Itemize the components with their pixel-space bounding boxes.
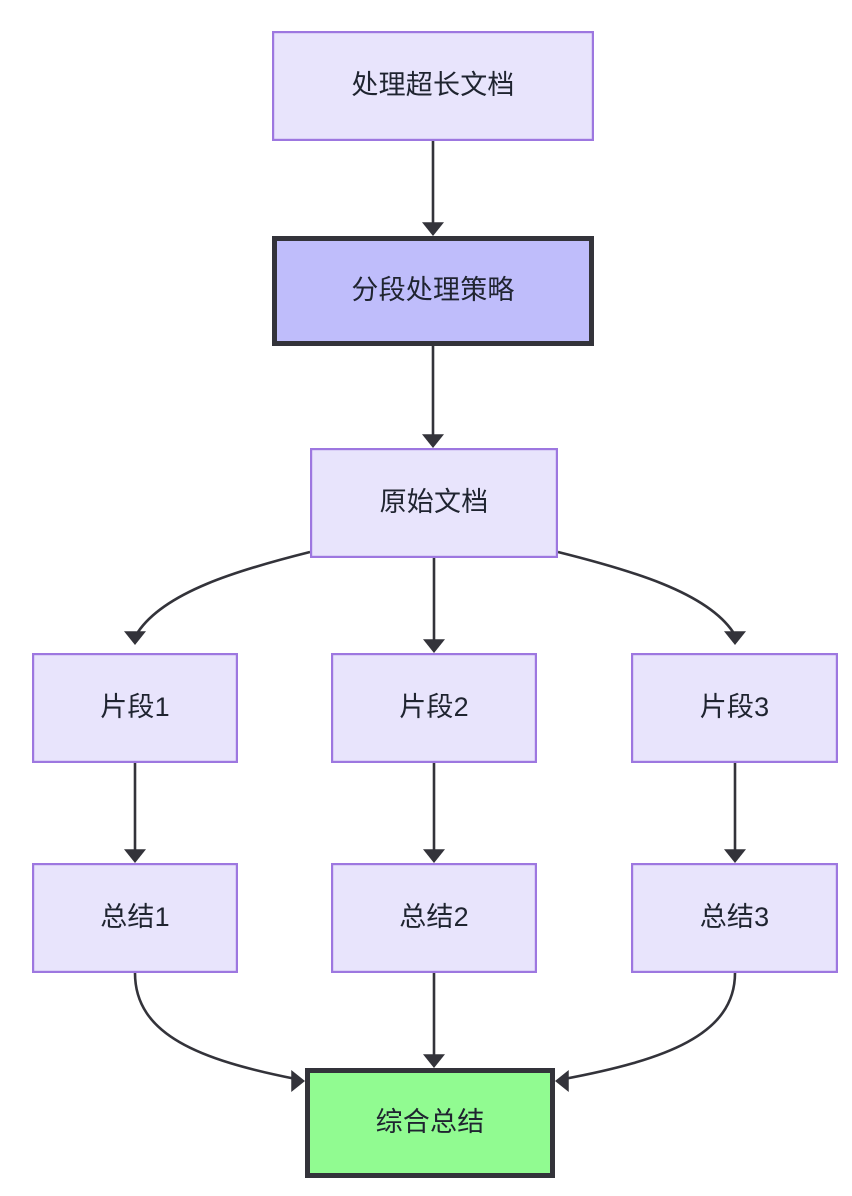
node-label: 总结2 [399, 902, 469, 932]
node-box[interactable] [630, 652, 838, 763]
node-label: 片段2 [399, 692, 469, 722]
flow-node-n3[interactable]: 原始文档 [310, 448, 559, 559]
node-label: 总结3 [700, 902, 770, 932]
node-label: 片段1 [100, 692, 170, 722]
edge-n7-to-n10 [133, 972, 305, 1092]
arrow-head-icon [291, 1070, 305, 1092]
node-box[interactable] [305, 1068, 555, 1178]
arrow-head-icon [124, 631, 146, 645]
flow-node-n6[interactable]: 片段3 [630, 652, 838, 763]
edge-line [557, 550, 735, 633]
edge-line [563, 972, 737, 1081]
flow-node-n2[interactable]: 分段处理策略 [272, 236, 594, 346]
flow-node-n8[interactable]: 总结2 [331, 862, 538, 973]
edge-layer [124, 141, 746, 1092]
node-box[interactable] [310, 448, 559, 559]
arrow-head-icon [422, 222, 444, 236]
node-label: 总结1 [100, 902, 170, 932]
edge-n3-to-n6 [557, 550, 746, 645]
edge-line [136, 550, 311, 633]
node-label: 处理超长文档 [351, 70, 514, 100]
arrow-head-icon [423, 639, 445, 653]
flow-node-n1[interactable]: 处理超长文档 [272, 30, 594, 142]
arrow-head-icon [724, 849, 746, 863]
node-box[interactable] [272, 30, 594, 142]
flow-node-n4[interactable]: 片段1 [31, 652, 239, 763]
node-box[interactable] [31, 862, 239, 973]
node-box[interactable] [31, 652, 239, 763]
node-box[interactable] [331, 862, 538, 973]
edge-n4-to-n7 [124, 763, 146, 863]
flow-node-n5[interactable]: 片段2 [331, 652, 538, 763]
node-box[interactable] [630, 862, 838, 973]
node-label: 片段3 [700, 692, 770, 722]
edge-n5-to-n8 [423, 763, 445, 863]
edge-line [133, 972, 297, 1081]
arrow-head-icon [422, 434, 444, 448]
edge-n8-to-n10 [423, 973, 445, 1068]
edge-n3-to-n5 [423, 558, 445, 653]
arrow-head-icon [423, 1054, 445, 1068]
flow-node-n10[interactable]: 综合总结 [305, 1068, 555, 1178]
arrow-head-icon [724, 631, 746, 645]
arrow-head-icon [423, 849, 445, 863]
edge-n9-to-n10 [555, 972, 737, 1092]
node-label: 综合总结 [376, 1107, 485, 1137]
node-label: 原始文档 [380, 487, 489, 517]
arrow-head-icon [124, 849, 146, 863]
edge-n1-to-n2 [422, 141, 444, 236]
flow-node-n7[interactable]: 总结1 [31, 862, 239, 973]
node-box[interactable] [272, 236, 594, 346]
node-label: 分段处理策略 [351, 275, 514, 305]
flow-node-n9[interactable]: 总结3 [630, 862, 838, 973]
arrow-head-icon [555, 1070, 569, 1092]
edge-n6-to-n9 [724, 763, 746, 863]
edge-n3-to-n4 [124, 550, 311, 645]
node-box[interactable] [331, 652, 538, 763]
edge-n2-to-n3 [422, 346, 444, 448]
